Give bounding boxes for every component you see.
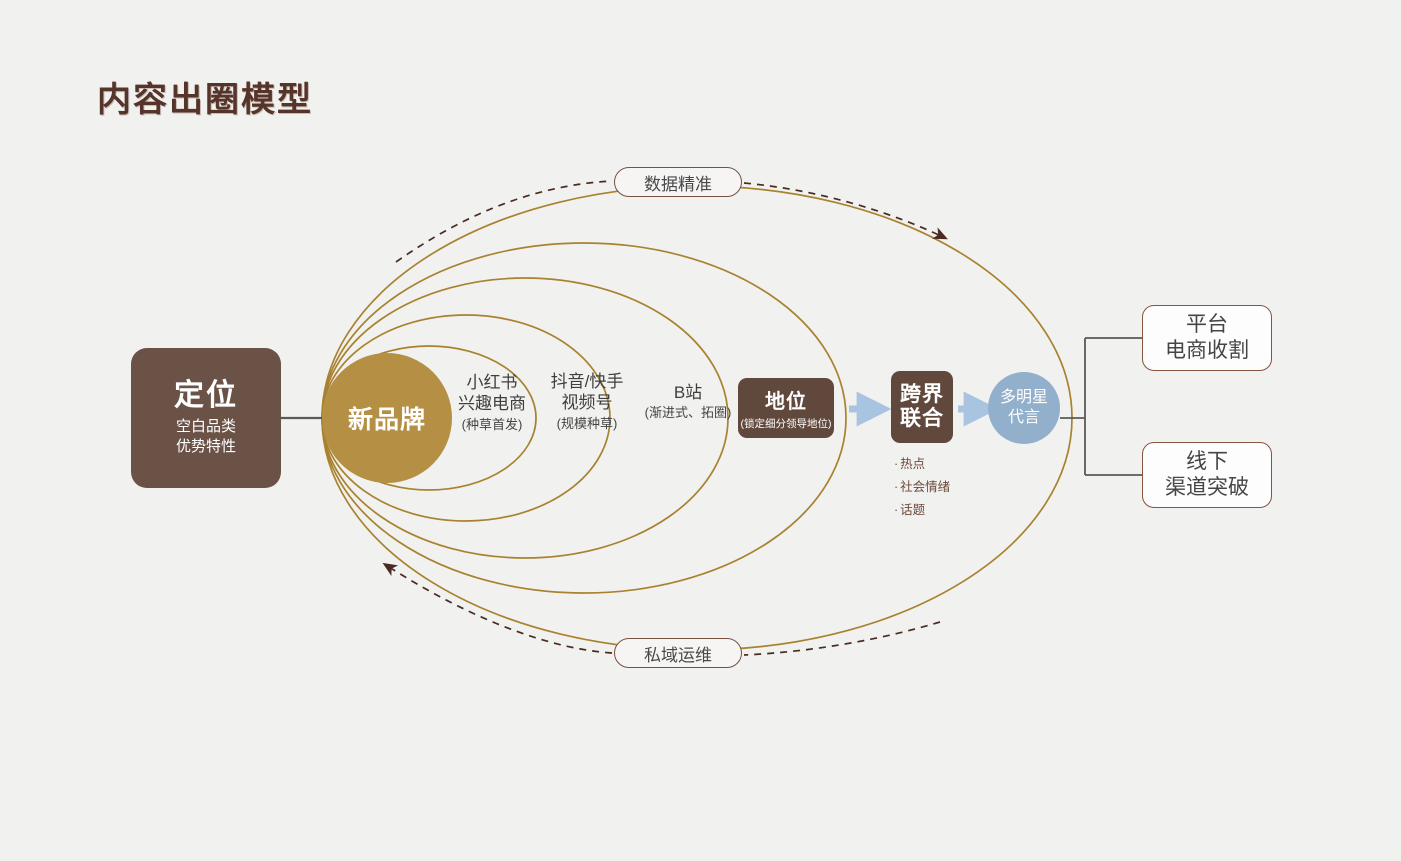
node-crossover-line2: 联合	[900, 407, 944, 430]
dashed-feedback-arc-bottom-right	[743, 621, 941, 656]
ring-label-bilibili: B站 (渐进式、拓圈)	[644, 383, 732, 421]
ring-label-xiaohongshu: 小红书 兴趣电商 (种草首发)	[458, 373, 526, 432]
loop-label-private-domain[interactable]: 私域运维	[614, 638, 742, 668]
node-status-note: (锁定细分领导地位)	[740, 418, 832, 430]
dashed-feedback-arc-bottom-left	[382, 562, 613, 654]
loop-label-data-accuracy[interactable]: 数据精准	[614, 167, 742, 197]
dashed-feedback-arc-top-left	[395, 180, 613, 263]
outcome-platform-line2: 电商收割	[1165, 339, 1249, 362]
node-crossover-line1: 跨界	[900, 383, 944, 407]
list-item: 热点	[894, 453, 1014, 476]
node-status-title: 地位	[765, 391, 807, 413]
node-new-brand[interactable]: 新品牌	[322, 353, 452, 483]
outcome-platform-line1: 平台	[1186, 312, 1228, 336]
node-new-brand-label: 新品牌	[347, 406, 426, 434]
outcome-offline-channel[interactable]: 线下 渠道突破	[1142, 442, 1272, 508]
page-title: 内容出圈模型	[97, 81, 313, 119]
outcome-bracket	[1084, 337, 1142, 476]
list-item: 社会情绪	[894, 476, 1014, 499]
crossover-bullet-list: 热点 社会情绪 话题	[894, 453, 1014, 522]
node-celebrity-line2: 代言	[1007, 409, 1040, 426]
outcome-offline-line1: 线下	[1186, 449, 1228, 473]
dashed-feedback-arc-top-right	[743, 182, 948, 240]
node-crossover[interactable]: 跨界 联合	[891, 371, 953, 443]
outcome-platform-ecommerce[interactable]: 平台 电商收割	[1142, 305, 1272, 371]
ring-label-douyin-kuaishou: 抖音/快手 视频号 (规模种草)	[550, 372, 624, 431]
outcome-offline-line2: 渠道突破	[1165, 476, 1249, 499]
node-celebrity-line1: 多明星	[999, 389, 1048, 407]
list-item: 话题	[894, 499, 1014, 522]
node-positioning-title: 定位	[174, 378, 238, 412]
node-status[interactable]: 地位 (锁定细分领导地位)	[738, 378, 834, 438]
node-positioning[interactable]: 定位 空白品类 优势特性	[131, 348, 281, 488]
node-positioning-subtitle: 空白品类 优势特性	[175, 418, 236, 456]
node-celebrity-endorsement[interactable]: 多明星 代言	[988, 372, 1060, 444]
